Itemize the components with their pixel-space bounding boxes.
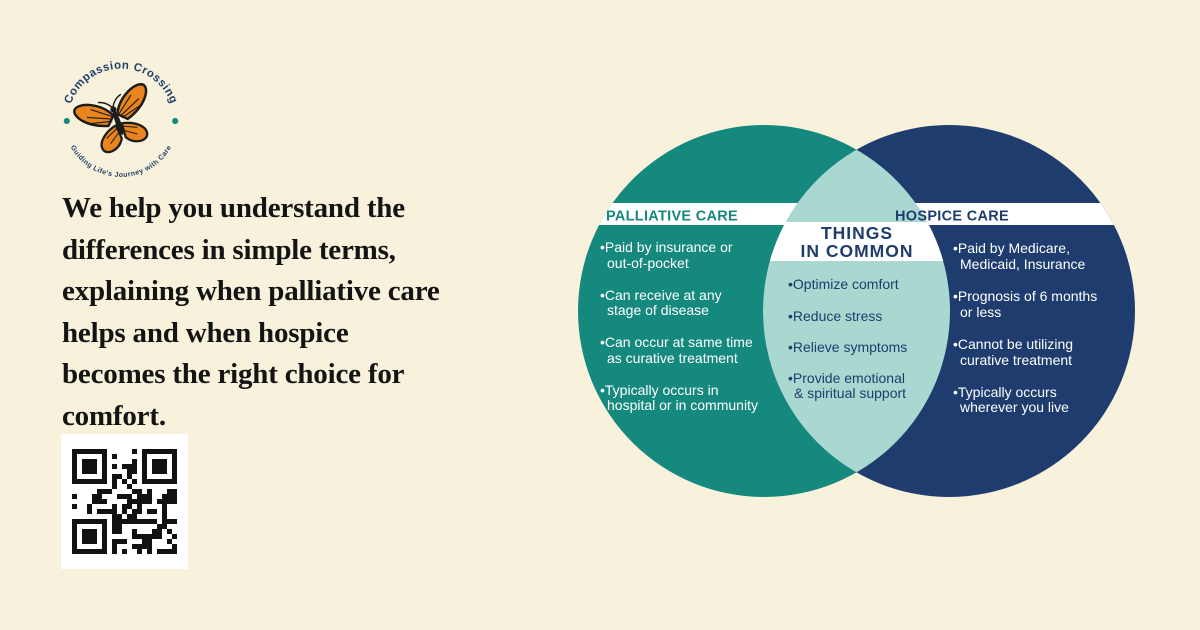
hospice-item-line: •Prognosis of 6 months xyxy=(953,288,1097,304)
qr-code xyxy=(61,434,188,569)
headline-line: helps and when hospice xyxy=(62,316,349,349)
hospice-title: HOSPICE CARE xyxy=(895,209,1009,225)
compassion-crossing-logo: Compassion Crossing Guiding Life's Journ… xyxy=(62,60,179,179)
common-item-line: •Optimize comfort xyxy=(788,276,899,292)
headline-line: explaining when palliative care xyxy=(62,275,440,307)
qr-code-svg xyxy=(72,449,177,554)
common-title-line1: THINGS xyxy=(821,223,893,243)
common-title-line2: IN COMMON xyxy=(800,241,913,261)
palliative-item-line: •Paid by insurance or xyxy=(600,239,733,255)
hospice-item-line: •Cannot be utilizing xyxy=(953,336,1073,352)
hospice-item-line: wherever you live xyxy=(959,399,1069,415)
common-item-line: •Reduce stress xyxy=(788,308,882,324)
hospice-item-line: •Typically occurs xyxy=(953,384,1057,400)
palliative-item-line: •Can receive at any xyxy=(600,287,722,303)
common-item-line: & spiritual support xyxy=(794,385,906,401)
headline: We help you understand the differences i… xyxy=(62,188,582,437)
common-item-line: •Relieve symptoms xyxy=(788,339,907,355)
logo-left-dot xyxy=(63,117,70,125)
hospice-item-line: or less xyxy=(960,304,1001,320)
palliative-item-line: as curative treatment xyxy=(607,350,738,366)
palliative-item-line: out-of-pocket xyxy=(607,255,689,271)
intersection-lens xyxy=(763,125,950,497)
butterfly-icon xyxy=(73,83,149,154)
venn-diagram: PALLIATIVE CARE HOSPICE CARE THINGS IN C… xyxy=(578,125,1135,497)
logo-arc-top-text: Compassion Crossing xyxy=(62,60,179,106)
palliative-item-line: hospital or in community xyxy=(607,397,758,413)
common-item-line: •Provide emotional xyxy=(788,370,905,386)
palliative-item-line: stage of disease xyxy=(607,302,709,318)
hospice-item-line: •Paid by Medicare, xyxy=(953,240,1070,256)
logo-arc-bottom-text: Guiding Life's Journey with Care xyxy=(69,144,173,179)
logo-right-dot xyxy=(172,117,179,125)
headline-line: comfort. xyxy=(62,399,166,432)
hospice-item-line: curative treatment xyxy=(960,352,1072,368)
headline-line: becomes the right choice for xyxy=(62,358,405,390)
palliative-item-line: •Typically occurs in xyxy=(600,382,719,398)
headline-line: We help you understand the xyxy=(62,192,405,224)
headline-line: differences in simple terms, xyxy=(62,233,396,266)
common-title-band xyxy=(763,222,950,261)
palliative-item-line: •Can occur at same time xyxy=(600,334,753,350)
hospice-item-line: Medicaid, Insurance xyxy=(960,256,1086,272)
palliative-title: PALLIATIVE CARE xyxy=(606,209,738,225)
